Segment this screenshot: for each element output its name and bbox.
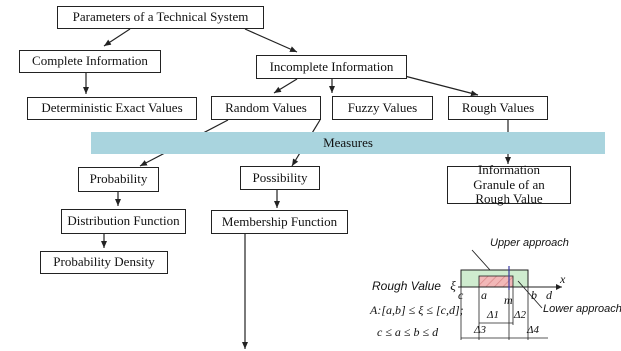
tick-label-c: c xyxy=(458,288,464,302)
lower-approach-label: Lower approach xyxy=(543,303,621,315)
node-incomplete-information: Incomplete Information xyxy=(256,55,407,79)
tick-label-d: d xyxy=(546,288,552,302)
node-fuzzy-values: Fuzzy Values xyxy=(332,96,433,120)
node-rough-values: Rough Values xyxy=(448,96,548,120)
rough-value-title: Rough Value ξ xyxy=(372,278,456,294)
axis-x-label: x xyxy=(560,272,566,286)
node-probability: Probability xyxy=(78,167,159,192)
rough-value-title-text: Rough Value xyxy=(372,279,441,293)
tick-label-b: b xyxy=(531,288,537,302)
tick-label-a: a xyxy=(481,288,487,302)
node-root: Parameters of a Technical System xyxy=(57,6,264,29)
xi-symbol: ξ xyxy=(450,278,456,293)
node-information-granule: Information Granule of an Rough Value xyxy=(447,162,571,206)
delta-2-label: Δ2 xyxy=(514,309,526,321)
node-distribution-function: Distribution Function xyxy=(61,209,186,234)
node-complete-information: Complete Information xyxy=(19,50,161,73)
arrow-incomplete-rough xyxy=(392,72,479,97)
measures-label: Measures xyxy=(323,135,373,150)
node-probability-density: Probability Density xyxy=(40,251,168,274)
lower-pointer xyxy=(517,280,543,309)
arrow-root-incomplete xyxy=(244,28,298,53)
measures-bar: Measures xyxy=(91,132,605,154)
upper-pointer xyxy=(471,249,491,271)
upper-approach-label: Upper approach xyxy=(490,237,569,249)
delta-3-label: Δ3 xyxy=(474,324,486,336)
formula-interval: A:[a,b] ≤ ξ ≤ [c,d]; xyxy=(370,303,464,317)
node-possibility: Possibility xyxy=(240,166,320,190)
node-membership-function: Membership Function xyxy=(211,210,348,234)
arrow-root-complete xyxy=(103,28,131,47)
node-random-values: Random Values xyxy=(211,96,321,120)
node-deterministic-exact-values: Deterministic Exact Values xyxy=(27,97,197,120)
arrow-incomplete-random xyxy=(273,78,298,94)
lower-approach-box xyxy=(478,275,514,288)
delta-1-label: Δ1 xyxy=(487,309,499,321)
delta-4-label: Δ4 xyxy=(527,324,539,336)
tick-label-m: m xyxy=(504,293,513,307)
formula-order: c ≤ a ≤ b ≤ d xyxy=(377,325,439,339)
